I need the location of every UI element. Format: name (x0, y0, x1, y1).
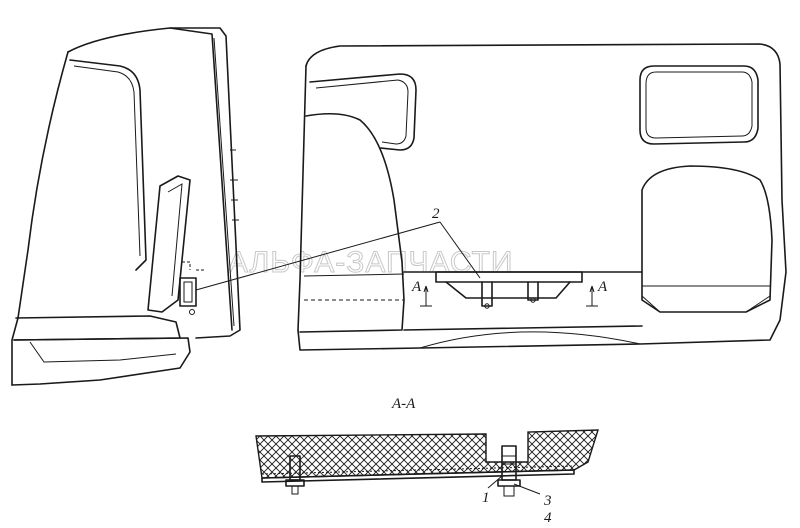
leader-3 (513, 483, 541, 495)
cab-side-view (11, 27, 241, 386)
callout-3: 3 (543, 493, 552, 509)
cab-rear-view (297, 43, 787, 351)
section-marker-right: А (597, 279, 608, 295)
section-title: А-А (391, 396, 416, 412)
section-marker-left: А (411, 279, 422, 295)
section-a-a-view (255, 429, 599, 497)
callout-2: 2 (432, 206, 440, 222)
leader-1 (487, 475, 503, 489)
leader-line-left (195, 221, 441, 291)
leader-line-right (439, 221, 481, 279)
callout-4: 4 (544, 510, 552, 526)
watermark-text: АЛЬФА-ЗАПЧАСТИ (228, 246, 513, 279)
callout-1: 1 (482, 490, 490, 506)
